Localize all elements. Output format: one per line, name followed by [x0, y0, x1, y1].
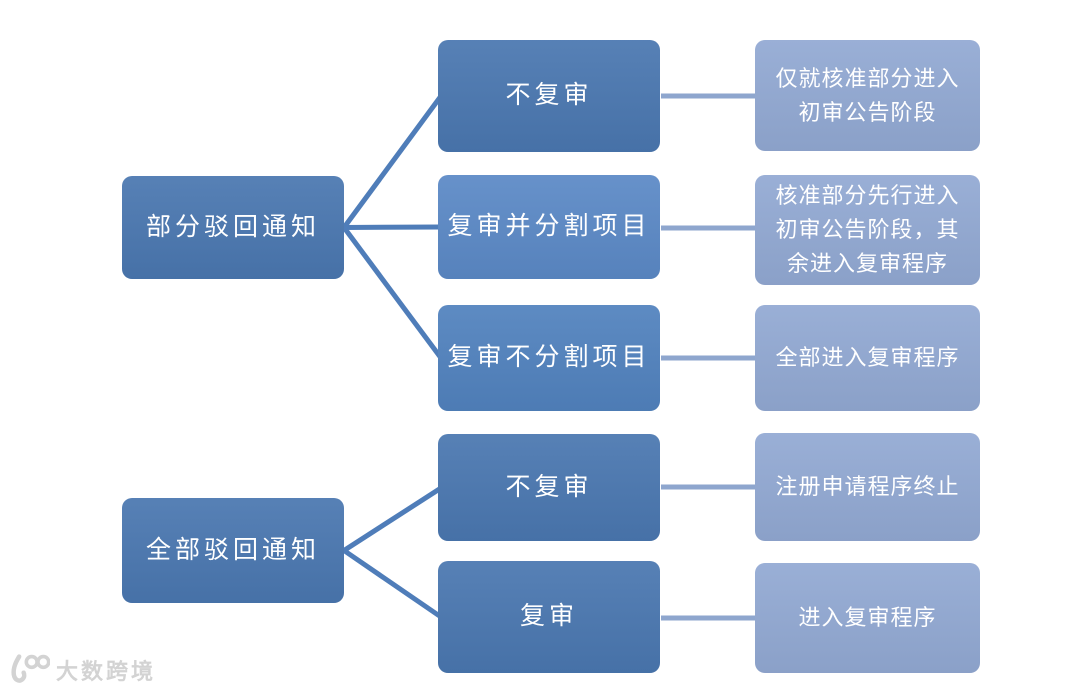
node-label: 不复审: [505, 82, 593, 109]
connector-root1-option1: [341, 94, 444, 229]
node-option-review-no-split: 复审不分割项目: [438, 305, 660, 411]
node-label: 复审并分割项目: [447, 213, 651, 240]
node-option-no-review-2: 不复审: [438, 434, 660, 541]
node-partial-rejection-notice: 部分驳回通知: [122, 176, 344, 279]
connector-root2-option2: [342, 548, 443, 620]
node-label: 部分驳回通知: [145, 213, 320, 241]
brand-100-logo-icon: [11, 654, 50, 683]
node-label: 进入复审程序: [798, 605, 937, 630]
node-outcome-approved-first-rest-review: 核准部分先行进入初审公告阶段，其余进入复审程序: [755, 175, 980, 285]
node-option-no-review-1: 不复审: [438, 40, 660, 152]
node-label: 复审不分割项目: [447, 344, 651, 371]
connector-root2-option1: [342, 485, 443, 553]
node-label: 复审: [519, 603, 578, 630]
node-full-rejection-notice: 全部驳回通知: [122, 498, 344, 603]
node-outcome-application-terminated: 注册申请程序终止: [755, 433, 980, 541]
node-outcome-approved-part-to-publication: 仅就核准部分进入初审公告阶段: [755, 40, 980, 151]
node-option-review: 复审: [438, 561, 660, 673]
connector-root1-option2: [343, 224, 442, 230]
node-label: 核准部分先行进入初审公告阶段，其余进入复审程序: [775, 183, 960, 276]
node-label: 注册申请程序终止: [775, 474, 960, 499]
node-label: 不复审: [505, 473, 593, 501]
connector-root1-option3: [341, 226, 444, 360]
node-label: 全部进入复审程序: [775, 345, 960, 370]
node-outcome-enter-review: 进入复审程序: [755, 563, 980, 673]
watermark: 大数跨境: [8, 653, 156, 687]
node-option-review-and-split: 复审并分割项目: [438, 175, 660, 279]
watermark-brand-text: 大数跨境: [56, 659, 157, 684]
node-label: 全部驳回通知: [145, 536, 320, 564]
node-outcome-all-to-review: 全部进入复审程序: [755, 305, 980, 411]
node-label: 仅就核准部分进入初审公告阶段: [775, 65, 960, 125]
